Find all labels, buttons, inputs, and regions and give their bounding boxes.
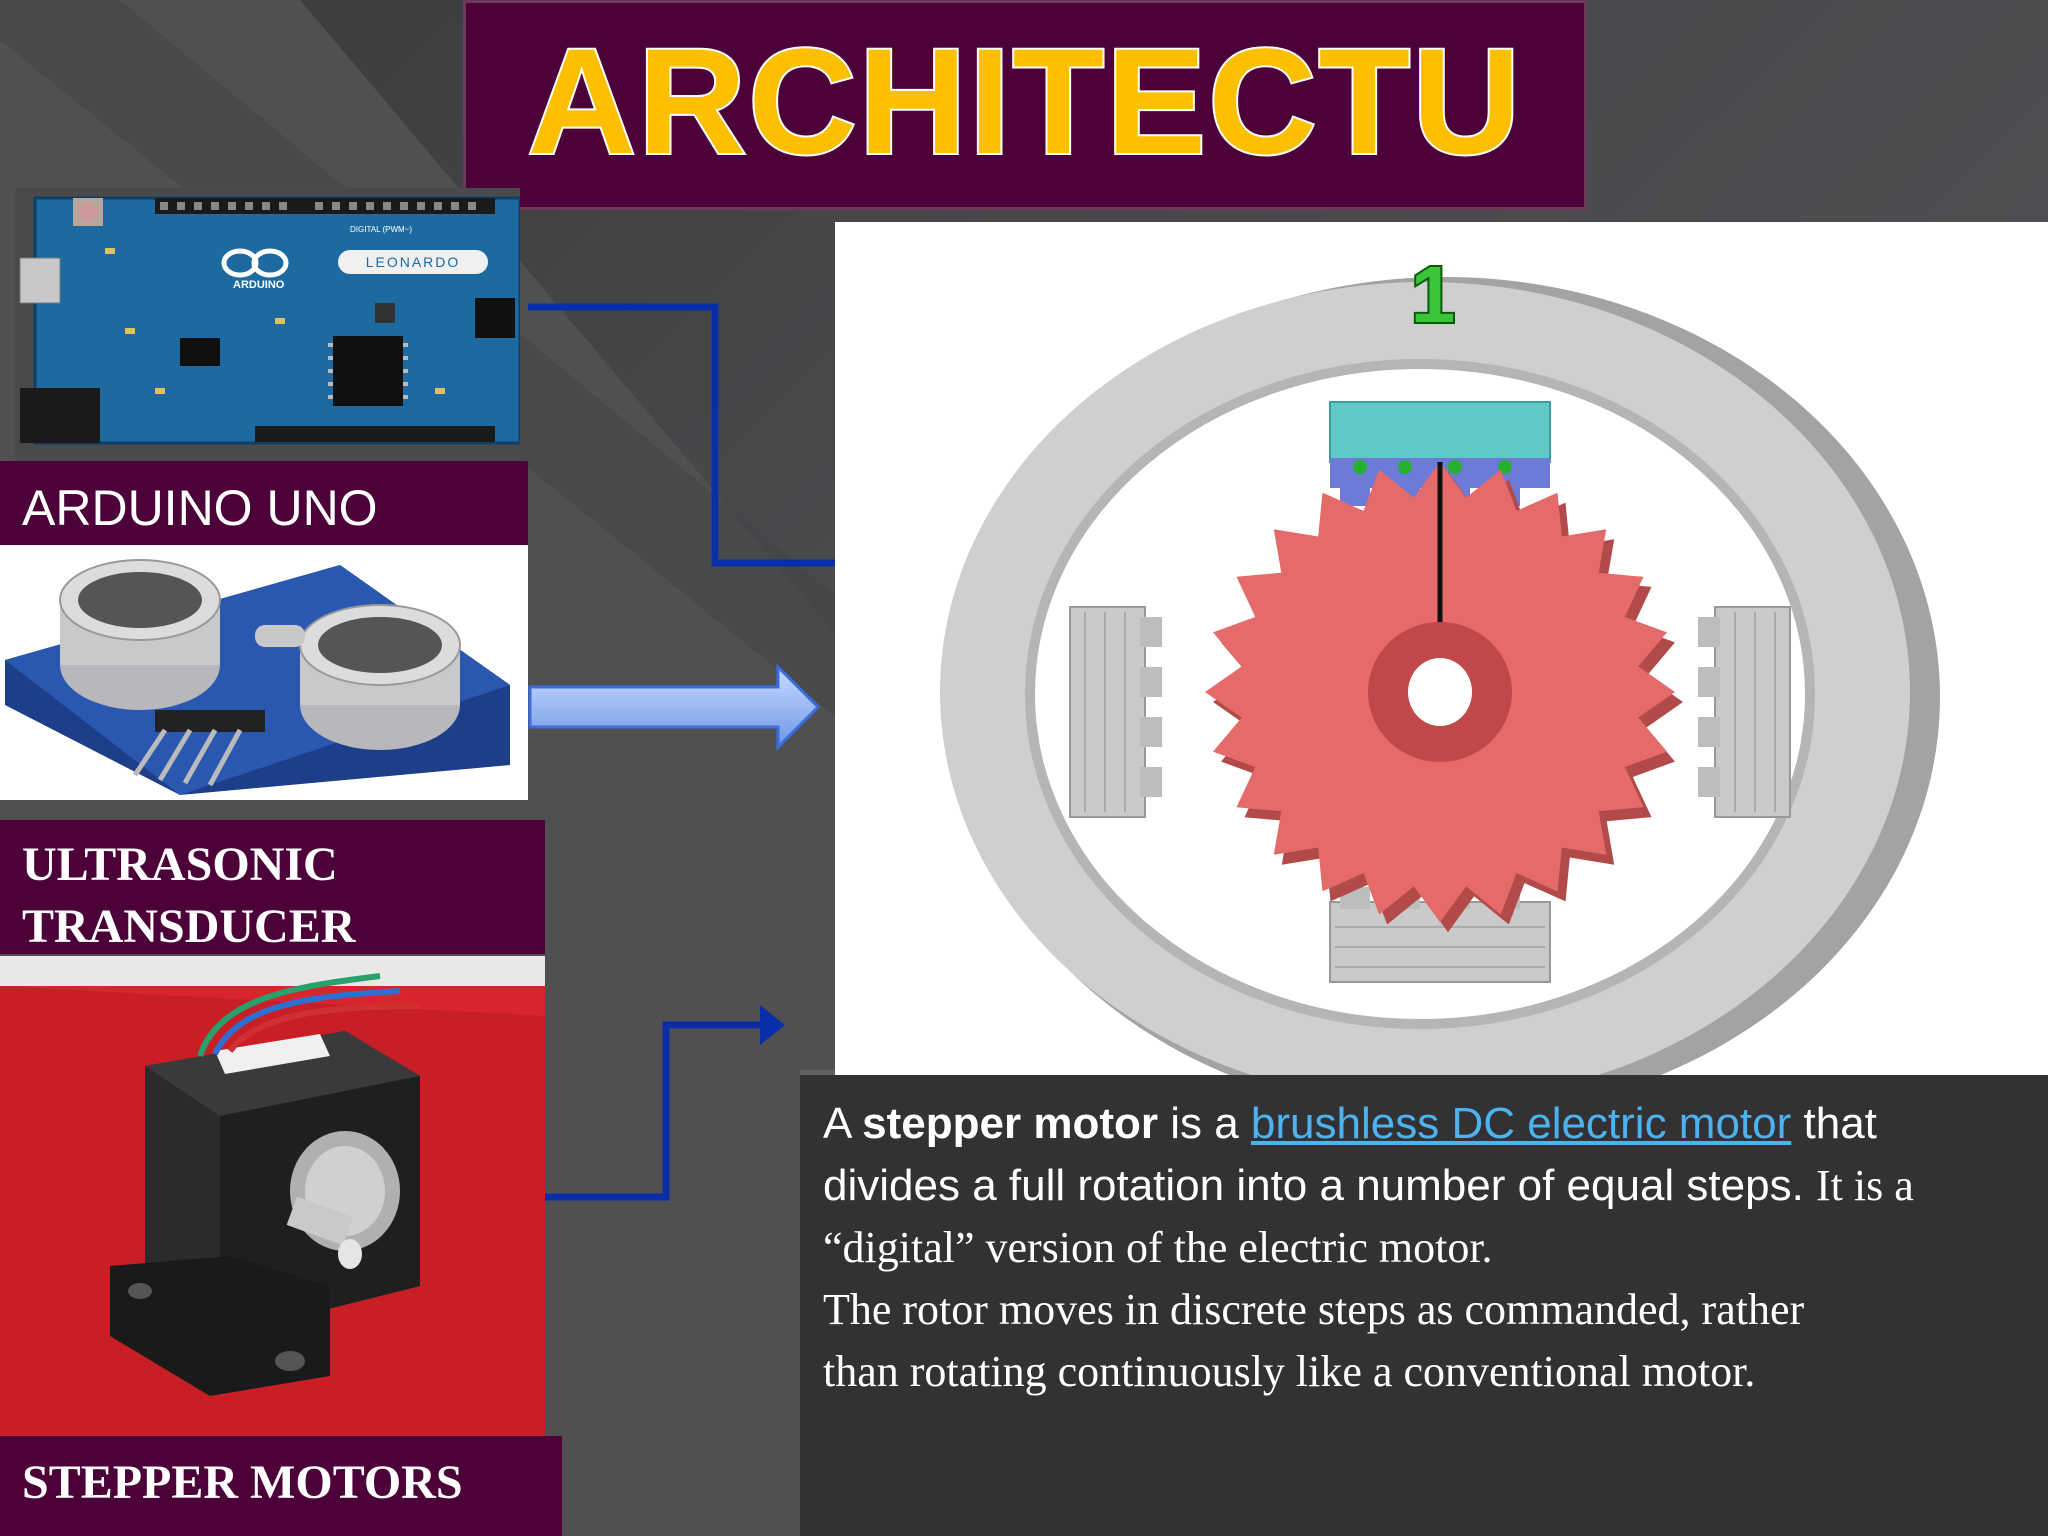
desc-p2-serif: It is a xyxy=(1816,1161,1914,1210)
desc-p2-sans: divides a full rotation into a number of… xyxy=(823,1161,1817,1210)
ultrasonic-sensor-image xyxy=(0,545,528,800)
board-header-label: DIGITAL (PWM~) xyxy=(350,225,412,234)
desc-p1-c: that xyxy=(1791,1099,1877,1148)
stepper-diagram-panel: 1 xyxy=(835,222,2048,1075)
step-number: 1 xyxy=(1411,250,1456,339)
desc-p1-bold: stepper motor xyxy=(862,1099,1158,1148)
desc-p1-b: is a xyxy=(1157,1099,1251,1148)
stepper-label: STEPPER MOTORS xyxy=(0,1436,562,1536)
arduino-label: ARDUINO UNO xyxy=(0,461,528,545)
desc-p1-a: A xyxy=(823,1099,863,1148)
ultrasonic-label-line2: TRANSDUCER xyxy=(22,900,356,953)
arduino-logo xyxy=(221,248,289,278)
description-box: A stepper motor is a brushless DC electr… xyxy=(800,1075,2048,1536)
right-pole xyxy=(1698,606,1791,818)
board-brand-text: ARDUINO xyxy=(233,279,285,291)
stepper-label-text: STEPPER MOTORS xyxy=(22,1456,463,1509)
title-banner: ARCHITECTU xyxy=(463,0,1587,210)
desc-p4: The rotor moves in discrete steps as com… xyxy=(823,1285,1805,1334)
left-pole xyxy=(1069,606,1162,818)
desc-p3: “digital” version of the electric motor. xyxy=(823,1223,1493,1272)
stepper-motor-image xyxy=(0,956,545,1436)
desc-p5: than rotating continuously like a conven… xyxy=(823,1347,1756,1396)
rotor-shaft-hole xyxy=(1408,658,1472,726)
ultrasonic-label-line1: ULTRASONIC xyxy=(22,838,338,891)
slide-title: ARCHITECTU xyxy=(526,15,1523,187)
arduino-label-text: ARDUINO UNO xyxy=(22,480,378,536)
rotor-gear xyxy=(1205,461,1683,933)
ultrasonic-label: ULTRASONIC TRANSDUCER xyxy=(0,820,545,954)
board-model-text: LEONARDO xyxy=(366,254,461,270)
brushless-dc-motor-link[interactable]: brushless DC electric motor xyxy=(1250,1099,1792,1148)
arduino-board-image: ARDUINO LEONARDO DIGITAL (PWM~) xyxy=(15,188,520,461)
